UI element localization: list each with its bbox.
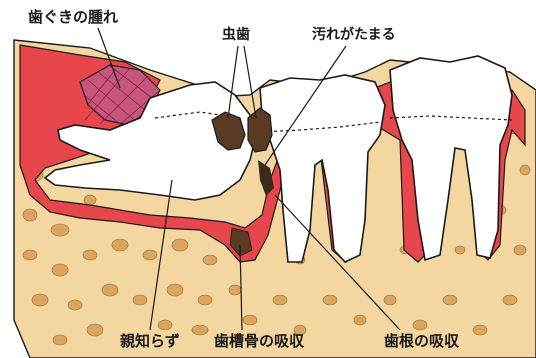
label-gum-swelling: 歯ぐきの腫れ xyxy=(28,10,118,25)
label-root-resorption: 歯根の吸収 xyxy=(384,334,459,349)
label-alveolar-bone-resorption: 歯槽骨の吸収 xyxy=(214,334,304,349)
caries-molar xyxy=(248,108,272,152)
label-plaque-buildup: 汚れがたまる xyxy=(312,28,396,42)
label-caries: 虫歯 xyxy=(222,28,250,42)
label-wisdom-tooth: 親知らず xyxy=(120,334,180,349)
